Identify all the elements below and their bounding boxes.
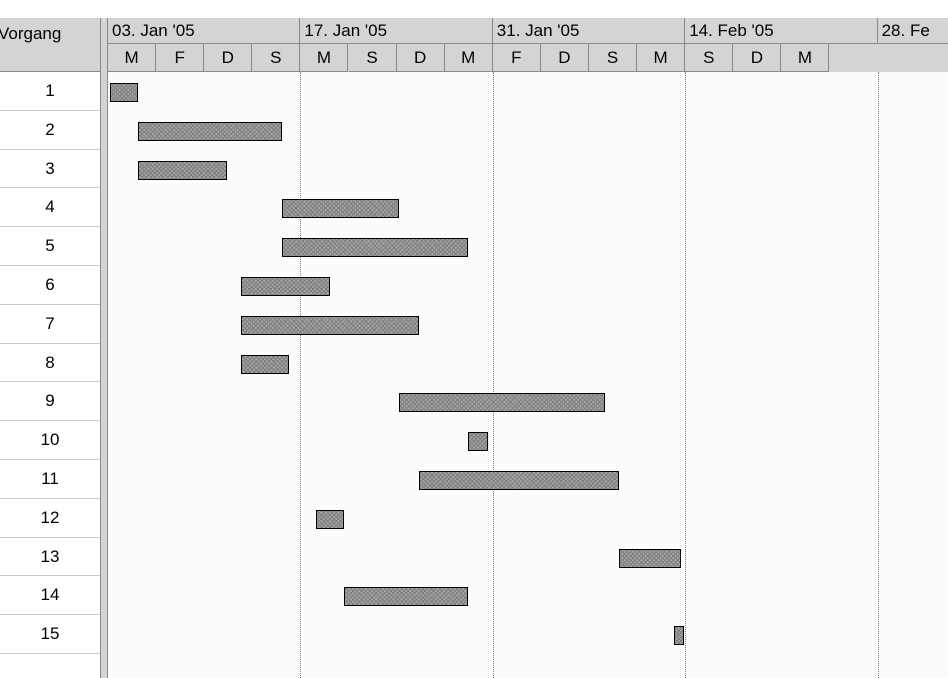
gantt-chart-area	[108, 72, 948, 678]
week-gridline	[685, 72, 687, 678]
task-row-id[interactable]: 2	[0, 110, 100, 150]
task-bar-14[interactable]	[343, 587, 468, 607]
task-bar-9[interactable]	[398, 393, 605, 413]
timescale-minor-3: S	[252, 44, 301, 72]
timescale-major-1: 17. Jan '05	[300, 18, 493, 44]
task-row-id[interactable]: 9	[0, 382, 100, 422]
task-bar-3[interactable]	[137, 160, 227, 180]
task-row-id[interactable]: 11	[0, 460, 100, 499]
timescale-minor-10: S	[589, 44, 638, 72]
task-row-id[interactable]: 10	[0, 421, 100, 460]
task-row-id[interactable]: 4	[0, 188, 100, 228]
timescale-minor-13: D	[733, 44, 782, 72]
task-bar-7[interactable]	[240, 315, 420, 335]
task-row-empty[interactable]	[0, 654, 100, 674]
week-gridline	[877, 72, 879, 678]
timescale-minor-14: M	[781, 44, 830, 72]
task-bar-4[interactable]	[281, 199, 399, 219]
timescale-minor-0: M	[108, 44, 157, 72]
timescale-major-0: 03. Jan '05	[108, 18, 301, 44]
column-header-label: Vorgang	[0, 24, 62, 43]
timescale-minor-8: F	[492, 44, 541, 72]
task-row-id[interactable]: 8	[0, 343, 100, 383]
timescale-minor-12: S	[685, 44, 734, 72]
task-row-id[interactable]: 3	[0, 149, 100, 189]
task-bar-5[interactable]	[281, 238, 468, 258]
task-row-id[interactable]: 1	[0, 72, 100, 111]
task-bar-10[interactable]	[467, 432, 489, 452]
week-gridline	[300, 72, 302, 678]
task-row-id[interactable]: 7	[0, 304, 100, 344]
week-gridline	[492, 72, 494, 678]
task-bar-15[interactable]	[673, 626, 684, 646]
task-bar-6[interactable]	[240, 277, 330, 296]
timescale-major-2: 31. Jan '05	[492, 18, 686, 44]
timescale-minor-2: D	[204, 44, 253, 72]
timescale-minor-4: M	[300, 44, 349, 72]
task-row-id[interactable]: 13	[0, 537, 100, 577]
task-row-id[interactable]: 14	[0, 576, 100, 616]
task-bar-12[interactable]	[316, 509, 344, 529]
timescale-major-3: 14. Feb '05	[685, 18, 878, 44]
task-row-id[interactable]: 5	[0, 227, 100, 266]
task-row-id[interactable]: 15	[0, 615, 100, 654]
timescale-minor-11: M	[637, 44, 686, 72]
timescale-minor-1: F	[156, 44, 205, 72]
column-header-vorgang[interactable]: Vorgang	[0, 18, 104, 72]
timescale-minor-5: S	[348, 44, 397, 72]
task-row-id[interactable]: 6	[0, 266, 100, 305]
pane-splitter[interactable]	[100, 18, 108, 678]
timescale-minor-9: D	[540, 44, 589, 72]
timescale-major-4: 28. Fe	[877, 18, 948, 44]
timescale-minor-7: M	[444, 44, 493, 72]
task-bar-2[interactable]	[137, 121, 282, 141]
task-bar-11[interactable]	[419, 471, 619, 490]
task-bar-8[interactable]	[240, 354, 289, 374]
task-row-id[interactable]: 12	[0, 498, 100, 538]
task-bar-1[interactable]	[110, 83, 138, 102]
task-bar-13[interactable]	[618, 548, 681, 568]
timescale-minor-6: D	[396, 44, 445, 72]
